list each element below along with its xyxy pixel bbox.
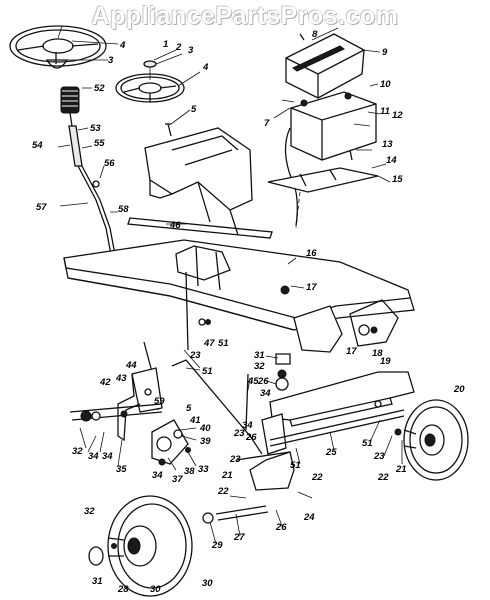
callout-4: 4: [202, 62, 209, 73]
callout-23: 24: [303, 512, 315, 523]
callout-12: 12: [392, 110, 403, 121]
callout-55: 55: [94, 138, 105, 149]
callout-42: 42: [99, 377, 111, 388]
callout-41: 45: [247, 376, 259, 387]
callout-56: 56: [104, 158, 115, 169]
callout-4: 4: [119, 40, 126, 51]
callout-5: 5: [191, 104, 197, 115]
callout-34: 34: [102, 451, 113, 462]
callout-53: 53: [90, 123, 101, 134]
callout-57: 57: [36, 202, 47, 213]
callout-31-wheel: 32: [84, 506, 95, 517]
callout-25: 26: [275, 522, 287, 533]
callout-26: 27: [233, 532, 245, 543]
callout-47: 51: [218, 338, 229, 349]
callout-24: 25: [325, 447, 337, 458]
callout-10: 10: [380, 79, 391, 90]
callout-21: 21: [395, 464, 407, 475]
right-wheel: [394, 399, 469, 481]
callout-36: 37: [172, 474, 183, 485]
callout-22: 22: [311, 472, 323, 483]
callout-16: 16: [306, 248, 317, 259]
callout-35: 35: [116, 464, 127, 475]
front-axle: [202, 353, 415, 524]
callout-5: 5: [186, 403, 192, 414]
steering-wheel-exploded: [9, 25, 119, 69]
leader-lines: [79, 355, 403, 545]
steering-column: [57, 86, 118, 261]
callout-23: 23: [373, 451, 385, 462]
callout-8: 8: [312, 29, 318, 40]
callout-7: 7: [264, 118, 270, 129]
callout-22: 22: [377, 472, 389, 483]
callout-21: 21: [221, 470, 233, 481]
steering-wheel: [115, 49, 201, 137]
callout-15: 15: [392, 174, 403, 185]
callout-26: 28: [117, 584, 129, 595]
callout-3: 3: [108, 55, 114, 66]
frame: [63, 239, 415, 353]
steering-bracket: [69, 341, 263, 466]
callout-40: 41: [189, 415, 201, 426]
callout-31: 32: [254, 361, 265, 372]
callout-11: 11: [380, 106, 390, 117]
callout-18: 18: [372, 348, 383, 359]
callout-37: 38: [184, 466, 195, 477]
callout-34: 34: [152, 470, 163, 481]
callout-38: 39: [200, 436, 211, 447]
callout-22: 22: [217, 486, 229, 497]
callout-9: 9: [382, 47, 388, 58]
callout-19: 19: [380, 356, 391, 367]
callout-34-top: 34: [242, 420, 253, 431]
callout-30: 31: [92, 576, 103, 587]
callouts: 4 3 1 2 3 4 5 52 53 54 55 56 57 58 46 8 …: [32, 29, 465, 595]
battery-assembly: [267, 27, 391, 229]
callout-17: 17: [346, 346, 357, 357]
callout-58: 58: [118, 204, 129, 215]
left-wheel: [88, 495, 193, 597]
callout-26: 26: [245, 432, 257, 443]
callout-54: 54: [32, 140, 43, 151]
callout-45: 46: [169, 220, 181, 231]
callout-43: 43: [115, 373, 127, 384]
callout-30: 31: [254, 350, 265, 361]
callout-51-right: 51: [362, 438, 373, 449]
callout-32: 32: [72, 446, 83, 457]
callout-17: 17: [306, 282, 317, 293]
callout-52: 52: [94, 83, 105, 94]
callout-33: 34: [88, 451, 99, 462]
callout-51: 51: [290, 460, 301, 471]
callout-2: 2: [175, 42, 182, 53]
callout-34: 34: [260, 388, 271, 399]
callout-3: 3: [188, 45, 194, 56]
callout-59: 59: [154, 396, 165, 407]
callout-20: 20: [453, 384, 465, 395]
callout-39: 40: [199, 423, 211, 434]
callout-23: 23: [229, 454, 241, 465]
callout-28: 30: [202, 578, 213, 589]
callout-32: 33: [198, 464, 209, 475]
callout-26: 26: [257, 376, 269, 387]
callout-23: 23: [233, 428, 245, 439]
callout-14: 14: [386, 155, 397, 166]
callout-13: 13: [382, 139, 393, 150]
callout-1: 1: [163, 39, 168, 50]
callout-46: 47: [203, 338, 215, 349]
callout-23: 23: [189, 350, 201, 361]
dash-panel: [127, 127, 273, 239]
callout-44: 44: [125, 360, 137, 371]
callout-51: 51: [202, 366, 213, 377]
callout-29: 30: [150, 584, 161, 595]
callout-27: 29: [211, 540, 223, 551]
